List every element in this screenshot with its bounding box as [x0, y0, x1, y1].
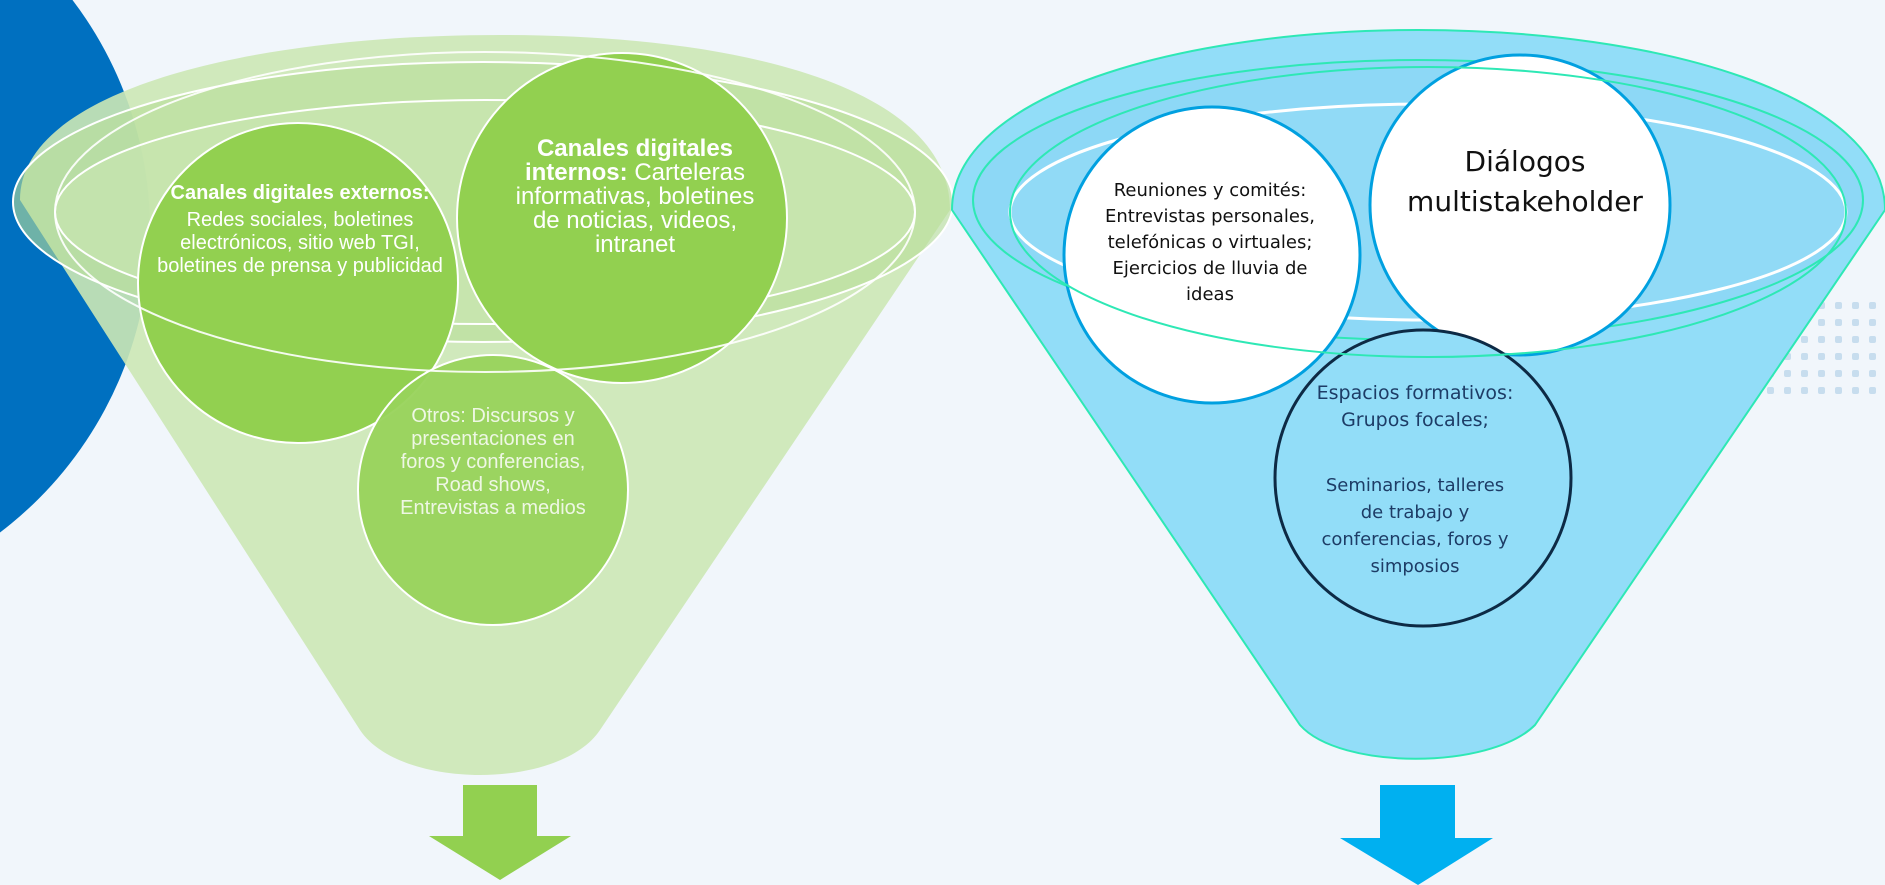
dot — [1801, 387, 1808, 394]
right-funnel-rim-overlay — [1009, 66, 1847, 358]
dot — [1801, 353, 1808, 360]
dot — [1852, 302, 1859, 309]
dot — [1852, 353, 1859, 360]
dot — [1835, 302, 1842, 309]
dot — [1767, 387, 1774, 394]
internos-heading: Canales digitales internos: — [524, 135, 734, 186]
espacios-body: Seminarios, talleres de trabajo y confer… — [1321, 475, 1509, 577]
internos-body: Carteleras informativas, boletines de no… — [515, 159, 755, 258]
dot — [1869, 370, 1876, 377]
circle-canales-internos — [456, 52, 788, 384]
externos-heading: Canales digitales externos: — [170, 182, 430, 204]
arrow-down-green-icon — [429, 785, 571, 880]
dot — [1835, 336, 1842, 343]
espacios-heading: Espacios formativos: Grupos focales; — [1316, 382, 1514, 431]
dot — [1852, 370, 1859, 377]
arrow-down-blue-icon — [1340, 785, 1493, 885]
dot — [1818, 319, 1825, 326]
dot — [1835, 387, 1842, 394]
label-canales-externos: Canales digitales externos: Redes social… — [140, 182, 460, 278]
dot — [1801, 336, 1808, 343]
dot — [1801, 370, 1808, 377]
right-funnel — [950, 28, 1885, 885]
dot — [1869, 353, 1876, 360]
circle-reuniones — [1062, 105, 1362, 405]
dot — [1852, 319, 1859, 326]
label-espacios-body: Seminarios, talleres de trabajo y confer… — [1315, 472, 1515, 580]
dialogos-body: Diálogos multistakeholder — [1407, 145, 1643, 218]
dot — [1852, 336, 1859, 343]
externos-body: Redes sociales, boletines electrónicos, … — [157, 209, 443, 277]
left-funnel — [12, 35, 954, 880]
dot — [1852, 387, 1859, 394]
left-funnel-rim-overlay — [54, 51, 916, 373]
circle-otros — [357, 354, 629, 626]
dot — [1818, 370, 1825, 377]
circle-espacios — [1273, 328, 1573, 628]
internos-text: Canales digitales internos: Carteleras i… — [500, 137, 770, 257]
dot — [1784, 370, 1791, 377]
reuniones-body: Reuniones y comités: Entrevistas persona… — [1104, 180, 1316, 305]
otros-body: Otros: Discursos y presentaciones en for… — [400, 405, 586, 519]
dot — [1869, 319, 1876, 326]
dot — [1818, 353, 1825, 360]
circle-canales-externos — [137, 122, 459, 444]
dot — [1835, 353, 1842, 360]
dot — [1818, 336, 1825, 343]
label-espacios-heading: Espacios formativos: Grupos focales; — [1315, 380, 1515, 434]
dot — [1869, 336, 1876, 343]
dot — [1784, 387, 1791, 394]
label-otros: Otros: Discursos y presentaciones en for… — [388, 405, 598, 520]
label-dialogos: Diálogos multistakeholder — [1380, 142, 1670, 222]
circle-dialogos — [1368, 53, 1672, 357]
label-canales-internos: Canales digitales internos: Carteleras i… — [500, 137, 770, 257]
label-reuniones: Reuniones y comités: Entrevistas persona… — [1095, 178, 1325, 308]
dot — [1835, 370, 1842, 377]
dot — [1869, 302, 1876, 309]
dot — [1835, 319, 1842, 326]
dot — [1869, 387, 1876, 394]
dot — [1818, 387, 1825, 394]
